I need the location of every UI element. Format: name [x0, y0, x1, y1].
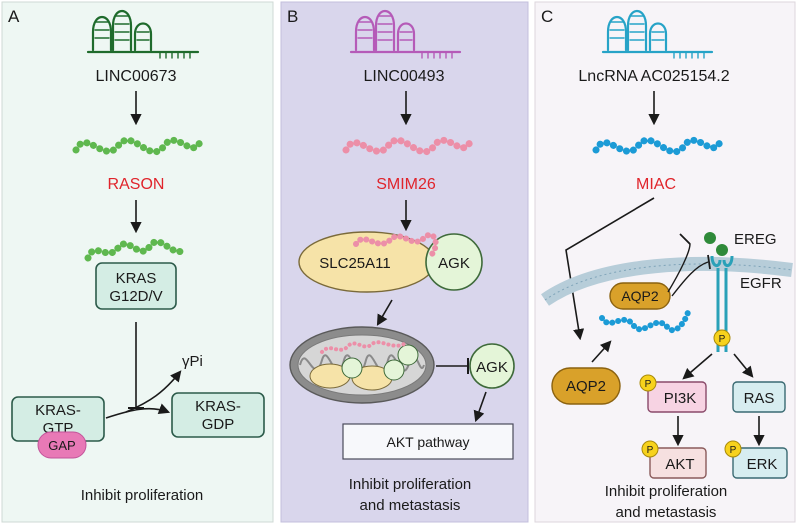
- akt-pathway-label: AKT pathway: [386, 434, 469, 450]
- ras-label: RAS: [744, 390, 775, 407]
- erk-label: ERK: [747, 456, 778, 473]
- cell-membrane-lipids: [544, 263, 793, 301]
- kras-line2: G12D/V: [109, 288, 162, 305]
- lncrna-label: LINC00493: [364, 68, 445, 85]
- aqp2-membrane-label: AQP2: [621, 288, 659, 304]
- arrow-to-mitochondrion: [376, 299, 393, 326]
- rna-hairpin-icon: [349, 9, 462, 59]
- peptide-label: RASON: [108, 176, 165, 193]
- outcome-line1: Inhibit proliferation: [349, 476, 472, 493]
- peptide-label: SMIM26: [376, 176, 436, 193]
- panel-b: B LINC00493 SMIM26 SLC25A11 AGK: [280, 1, 529, 523]
- mitochondrion-icon: [289, 326, 435, 404]
- inhibition-bar-ereg: [679, 233, 691, 245]
- pi3k-label: PI3K: [664, 390, 697, 407]
- lncrna-label: LINC00673: [96, 68, 177, 85]
- bound-miac-beads: [599, 309, 691, 333]
- akt-pathway-box: [342, 423, 514, 460]
- inhibition-aqp2-egfr: [671, 261, 709, 297]
- outcome-label: Inhibit proliferation: [81, 487, 204, 504]
- panel-b-letter: B: [287, 7, 298, 26]
- pi3k-box: [647, 381, 707, 413]
- lncrna-label: LncRNA AC025154.2: [578, 68, 729, 85]
- panel-c: C LncRNA AC025154.2 MIAC AQP2 EREG: [534, 1, 796, 523]
- panel-c-letter: C: [541, 7, 553, 26]
- kras-gtp-line1: KRAS-: [35, 402, 81, 419]
- peptide-beads: [72, 136, 204, 156]
- panel-a: A LINC00673 RASON KRAS G12D/V KRAS- GTP …: [1, 1, 274, 523]
- p-badge-akt: [641, 440, 659, 458]
- p-badge-egfr-label: P: [719, 334, 726, 345]
- kras-g12d-box: [95, 262, 177, 310]
- gamma-pi-label: γPi: [182, 353, 203, 370]
- arrow-egfr-to-pi3k: [682, 353, 713, 380]
- p-badge-erk: [724, 440, 742, 458]
- arrow-gtp-to-gdp: [105, 403, 171, 419]
- ereg-ligand-bound: [716, 244, 728, 256]
- rna-hairpin-icon: [86, 9, 200, 59]
- kras-line1: KRAS: [116, 270, 157, 287]
- gap-pill: [37, 431, 87, 459]
- bound-peptide-beads: [84, 238, 188, 262]
- kras-gdp-line2: GDP: [202, 416, 235, 433]
- agk-free-label: AGK: [476, 359, 508, 376]
- arrow-egfr-to-ras: [733, 353, 754, 378]
- aqp2-membrane-pill: [609, 282, 671, 310]
- outcome-line2: and metastasis: [360, 497, 461, 514]
- p-badge-akt-label: P: [647, 445, 654, 456]
- arrow-gamma-pi: [125, 370, 182, 413]
- inhibition-bar-egfr: [707, 254, 711, 270]
- kras-gdp-box: [171, 392, 265, 438]
- p-badge-erk-label: P: [730, 445, 737, 456]
- aqp2-free-pill: [551, 367, 621, 405]
- peptide-beads: [342, 136, 474, 156]
- p-badge-pi3k-label: P: [645, 379, 652, 390]
- ereg-ligand: [704, 232, 716, 244]
- rna-hairpin-icon: [601, 9, 714, 59]
- aqp2-free-label: AQP2: [566, 378, 606, 395]
- inhibition-aqp2-ereg: [667, 237, 691, 293]
- ereg-label: EREG: [734, 231, 777, 248]
- erk-box: [732, 447, 788, 479]
- p-badge-egfr: [713, 329, 731, 347]
- p-badge-pi3k: [639, 374, 657, 392]
- slc25a11-label: SLC25A11: [319, 255, 390, 272]
- outcome-line1: Inhibit proliferation: [605, 483, 728, 500]
- arrow-agk-to-pathway: [473, 391, 487, 423]
- akt-label: AKT: [665, 456, 694, 473]
- peptide-label: MIAC: [636, 176, 676, 193]
- agk-complex-label: AGK: [438, 255, 470, 272]
- akt-box: [649, 447, 707, 479]
- agk-free-circle: [469, 343, 515, 389]
- panel-a-letter: A: [8, 7, 20, 26]
- arrow-miac-to-aqp2: [565, 197, 655, 341]
- ras-box: [732, 381, 786, 413]
- arrow-aqp2-to-membrane: [591, 340, 612, 363]
- peptide-beads: [592, 136, 724, 156]
- agk-complex-circle: [425, 233, 483, 291]
- outcome-line2: and metastasis: [616, 504, 717, 521]
- gap-label: GAP: [48, 438, 75, 453]
- bound-peptide-beads: [353, 231, 439, 257]
- egfr-label: EGFR: [740, 275, 782, 292]
- kras-gdp-line1: KRAS-: [195, 398, 241, 415]
